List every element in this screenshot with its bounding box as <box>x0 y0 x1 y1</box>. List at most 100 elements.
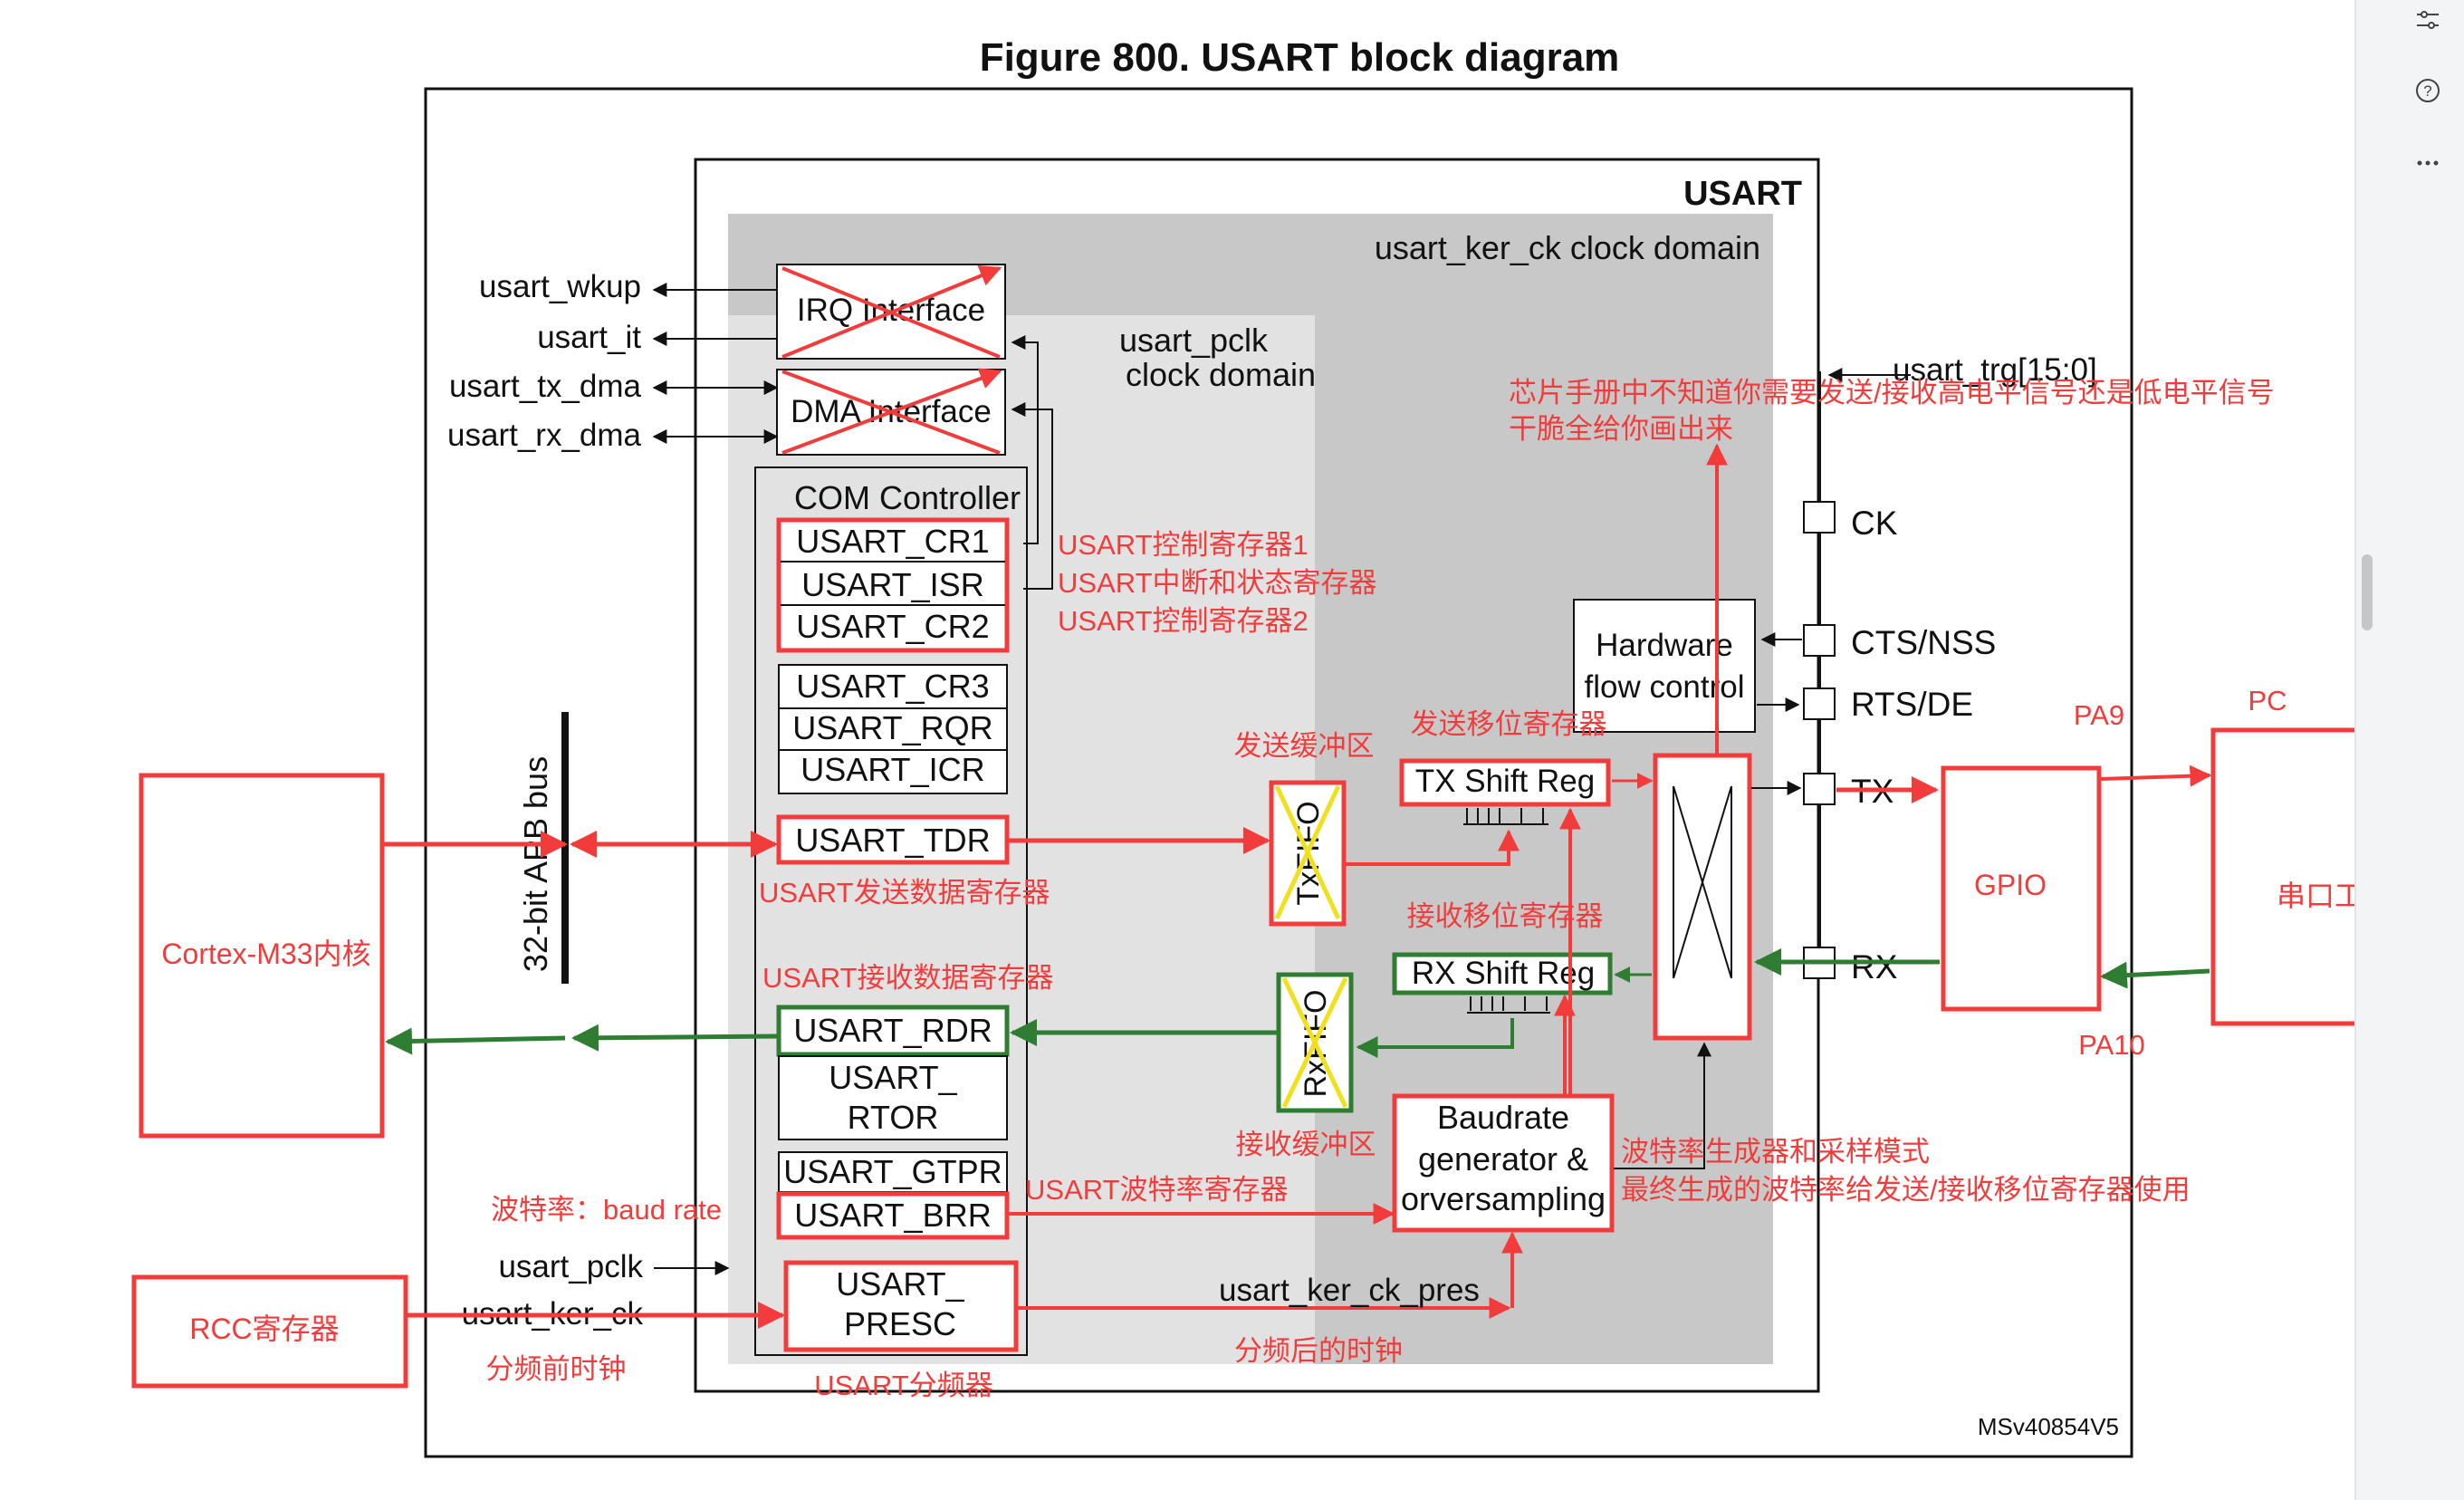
signal-usart-tx-dma: usart_tx_dma <box>449 369 642 404</box>
hardware-flow-control <box>1573 599 1756 733</box>
irq-interface-label: IRQ Interface <box>797 293 985 328</box>
tx-shift-bits <box>1463 808 1548 825</box>
register-group-misc <box>778 664 1008 794</box>
register-usart-tdr <box>776 814 1010 865</box>
annotation-pc: PC <box>2248 685 2287 716</box>
pin-cts-nss <box>1803 624 1836 657</box>
scrollbar-thumb[interactable] <box>2362 554 2373 630</box>
gpio-box <box>1941 765 2102 1012</box>
annotation-after-div: 分频后的时钟 <box>1234 1335 1403 1367</box>
annotation-baud-rate: 波特率：baud rate <box>491 1194 722 1226</box>
figure-title: Figure 800. USART block diagram <box>980 35 1620 80</box>
register-usart-tdr-label: USART_TDR <box>795 822 990 859</box>
register-usart-presc <box>783 1260 1019 1352</box>
register-usart-brr <box>776 1191 1010 1240</box>
annotation-brr: USART波特率寄存器 <box>1025 1174 1289 1206</box>
annotation-tdr: USART发送数据寄存器 <box>759 877 1050 909</box>
annotation-rdr: USART接收数据寄存器 <box>762 962 1054 994</box>
annotation-tx-buffer: 发送缓冲区 <box>1234 730 1375 762</box>
viewer-sidebar <box>2354 0 2464 1500</box>
register-usart-rtor-label: USART_ <box>829 1059 957 1096</box>
annotation-baud-gen: 最终生成的波特率给发送/接收移位寄存器使用 <box>1621 1174 2191 1206</box>
tx-rx-switch <box>1653 753 1752 1041</box>
outer-frame <box>424 87 2133 1458</box>
register-usart-gtpr-label: USART_GTPR <box>783 1153 1002 1190</box>
cortex-m33-label: Cortex-M33内核 <box>161 938 370 970</box>
hardware-flow-control-label: flow control <box>1584 669 1744 705</box>
baud-to-mux-line <box>1614 1042 1711 1169</box>
pc-to-gpio-arrow <box>2100 961 2210 989</box>
serial-tool-label: 串口工具 <box>2277 880 2354 912</box>
baudrate-generator-label: Baudrate <box>1437 1099 1569 1136</box>
annotation-pa9: PA9 <box>2074 699 2124 731</box>
hardware-flow-control-label: Hardware <box>1596 628 1733 663</box>
annotation-rx-shift: 接收移位寄存器 <box>1407 900 1604 932</box>
dma-cross-mark <box>781 370 1001 455</box>
register-usart-rtor <box>778 1055 1008 1140</box>
com-controller <box>754 466 1028 1356</box>
rcc-register-label: RCC寄存器 <box>189 1312 339 1345</box>
txfifo-to-shift-arrow <box>1346 829 1520 866</box>
register-usart-presc-label: USART_ <box>836 1265 964 1303</box>
register-usart-presc-label: PRESC <box>844 1305 956 1342</box>
rxfifo-cross-mark <box>1281 976 1348 1109</box>
register-usart-cr2: USART_CR2 <box>796 608 989 645</box>
register-group-ctrl <box>776 517 1010 653</box>
signal-usart-ker-ck-pres: usart_ker_ck_pres <box>1219 1273 1480 1308</box>
annotation-level: 干脆全给你画出来 <box>1509 413 1733 445</box>
ctrl-feedback-line <box>1011 402 1053 590</box>
baudrate-generator <box>1392 1093 1615 1233</box>
annotation-isr: USART中断和状态寄存器 <box>1058 567 1377 599</box>
annotation-baud-gen: 波特率生成器和采样模式 <box>1621 1136 1930 1168</box>
gpio-label: GPIO <box>1974 869 2047 901</box>
register-usart-isr: USART_ISR <box>801 566 983 603</box>
register-usart-icr: USART_ICR <box>801 751 984 788</box>
rx-shift-reg-label: RX Shift Reg <box>1412 956 1595 991</box>
help-icon[interactable]: ? <box>2413 76 2442 105</box>
register-usart-cr3: USART_CR3 <box>796 668 989 705</box>
pin-rts-de-label: RTS/DE <box>1851 686 1973 723</box>
gpio-to-pc-arrow <box>2100 764 2212 787</box>
bus-to-cortex-arrow <box>385 1027 566 1055</box>
figure-id: MSv40854V5 <box>1978 1413 2119 1440</box>
signal-usart-pclk: usart_pclk <box>498 1249 643 1284</box>
ker-clock-domain-label: usart_ker_ck clock domain <box>1375 229 1760 266</box>
register-usart-rqr: USART_RQR <box>792 709 992 746</box>
rx-shift-bits <box>1467 996 1550 1014</box>
tx-rx-switch-cross <box>1673 785 1732 979</box>
serial-tool-box <box>2210 727 2354 1026</box>
usart-label: USART <box>1683 175 1802 213</box>
pin-rts-de <box>1803 688 1836 720</box>
rdr-to-bus-arrow <box>571 1024 778 1052</box>
register-usart-cr1: USART_CR1 <box>796 523 989 560</box>
tx-shift-reg-label: TX Shift Reg <box>1415 764 1595 799</box>
tx-shift-reg <box>1399 758 1611 807</box>
register-usart-rtor-label: RTOR <box>848 1099 939 1136</box>
irq-cross-mark <box>781 266 1001 359</box>
signal-usart-it: usart_it <box>537 320 641 355</box>
signal-usart-wkup: usart_wkup <box>479 269 641 304</box>
pin-cts-nss-label: CTS/NSS <box>1851 624 1996 661</box>
txfifo-cross-mark <box>1274 784 1341 920</box>
svg-text:?: ? <box>2423 82 2431 100</box>
rcc-register-box <box>131 1274 408 1389</box>
more-icon[interactable] <box>2413 149 2442 178</box>
com-controller-label: COM Controller <box>794 479 1021 516</box>
annotation-cr1: USART控制寄存器1 <box>1058 529 1309 561</box>
register-usart-rdr-label: USART_RDR <box>793 1012 992 1049</box>
pclk-clock-domain-label: clock domain <box>1126 356 1316 393</box>
signal-usart-trg: usart_trg[15:0] <box>1893 352 2097 388</box>
annotation-presc: USART分频器 <box>814 1370 993 1401</box>
cortex-m33-box <box>139 773 385 1139</box>
pin-tx <box>1803 773 1836 805</box>
annotation-cr2: USART控制寄存器2 <box>1058 605 1309 637</box>
baudrate-generator-label: generator & <box>1418 1140 1588 1178</box>
register-usart-rdr <box>776 1005 1010 1057</box>
sliders-icon[interactable] <box>2413 5 2442 34</box>
register-usart-gtpr <box>778 1151 1008 1193</box>
pin-rx-label: RX <box>1851 948 1897 986</box>
ctrl-feedback-line <box>1011 335 1039 544</box>
signal-usart-rx-dma: usart_rx_dma <box>447 418 642 453</box>
usart-block-diagram: Figure 800. USART block diagram MSv40854… <box>131 35 2354 1458</box>
